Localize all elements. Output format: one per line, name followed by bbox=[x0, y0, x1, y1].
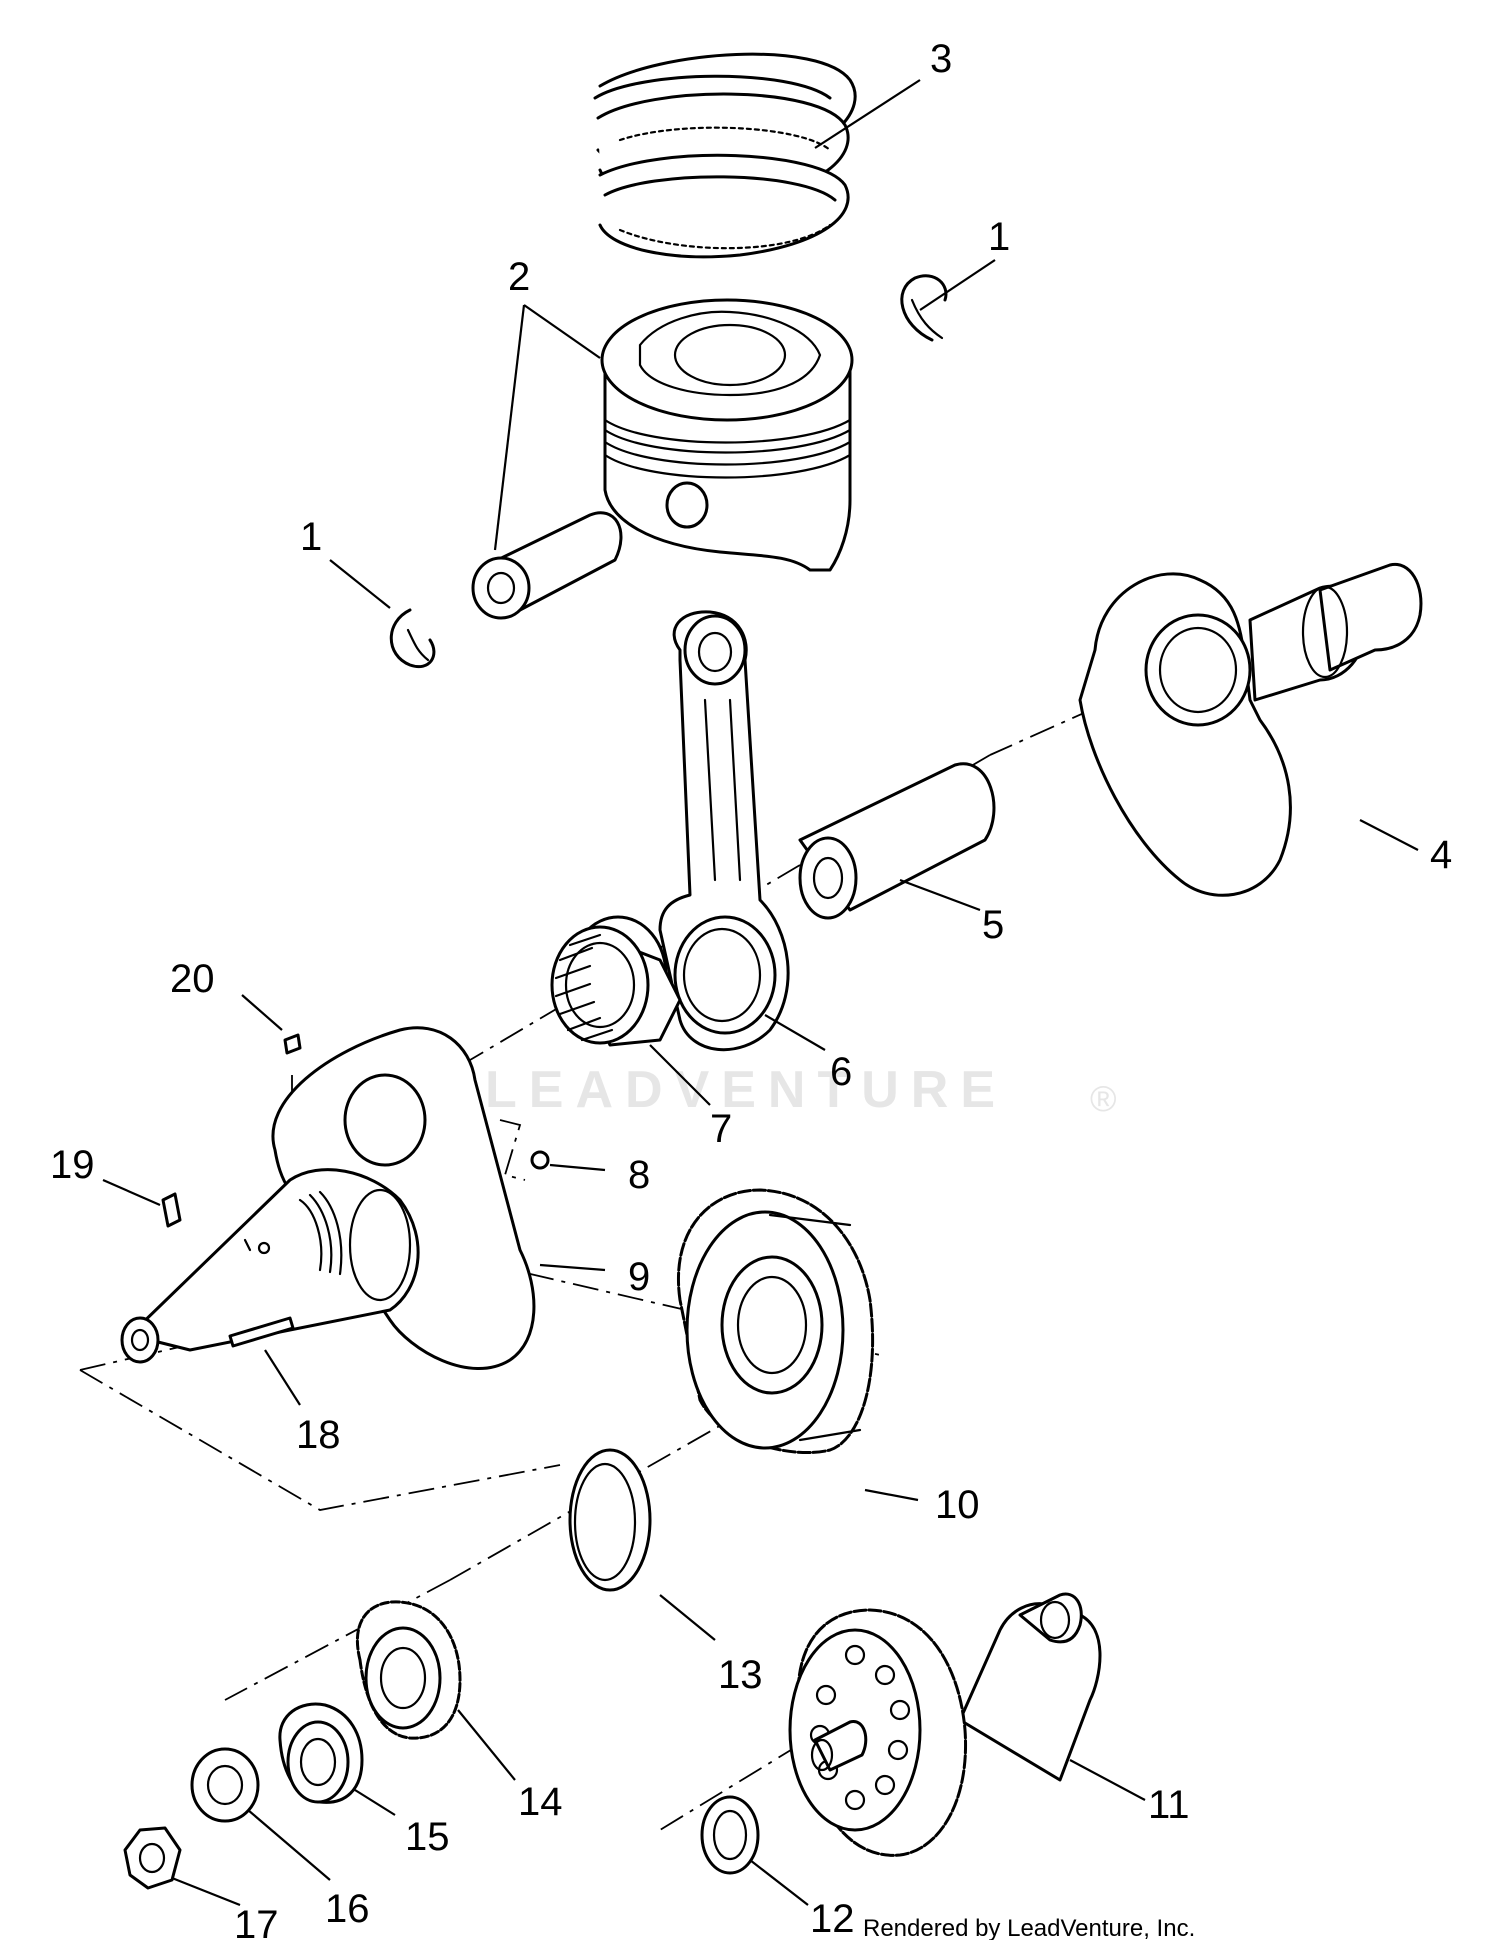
key-19 bbox=[161, 1192, 182, 1228]
callout-19: 19 bbox=[50, 1143, 95, 1187]
callout-3: 3 bbox=[930, 37, 952, 81]
callout-5: 5 bbox=[982, 903, 1004, 947]
drive-gear bbox=[677, 1188, 875, 1455]
leader-lines bbox=[102, 79, 1419, 1907]
callout-17: 17 bbox=[234, 1903, 279, 1940]
callout-15: 15 bbox=[405, 1815, 450, 1859]
callout-labels: 3 2 1 1 4 5 6 7 20 8 9 19 18 10 11 13 14… bbox=[50, 37, 1452, 1940]
shim-13 bbox=[568, 1448, 652, 1592]
callout-9: 9 bbox=[628, 1255, 650, 1299]
leadventure-watermark: LEADVENTURE bbox=[485, 1061, 1007, 1119]
nut-15 bbox=[278, 1702, 364, 1804]
callout-2: 2 bbox=[508, 255, 530, 299]
piston-rings bbox=[593, 52, 857, 259]
connecting-rod bbox=[658, 610, 790, 1052]
needle-bearing bbox=[550, 915, 682, 1047]
render-credit: Rendered by LeadVenture, Inc. bbox=[863, 1915, 1195, 1940]
callout-4: 4 bbox=[1430, 833, 1452, 877]
crankshaft-left bbox=[120, 1026, 536, 1371]
washer-16 bbox=[190, 1747, 260, 1823]
gear-14 bbox=[355, 1600, 462, 1740]
dowel-pin-18 bbox=[228, 1316, 295, 1348]
callout-7: 7 bbox=[710, 1107, 732, 1151]
piston-pin bbox=[471, 511, 623, 620]
callout-8: 8 bbox=[628, 1153, 650, 1197]
callout-20: 20 bbox=[170, 957, 215, 1001]
piston bbox=[600, 298, 854, 572]
callout-1-lower: 1 bbox=[300, 515, 322, 559]
balancer-gear bbox=[788, 1608, 968, 1857]
nut-17 bbox=[123, 1826, 182, 1890]
callout-10: 10 bbox=[935, 1483, 980, 1527]
washer-12 bbox=[700, 1795, 760, 1875]
crank-pin bbox=[798, 762, 996, 920]
callout-12: 12 bbox=[810, 1897, 855, 1940]
ball bbox=[530, 1150, 550, 1170]
woodruff-key bbox=[283, 1033, 302, 1055]
callout-18: 18 bbox=[296, 1413, 341, 1457]
callout-11: 11 bbox=[1148, 1783, 1190, 1827]
crankshaft-right bbox=[1078, 562, 1423, 897]
callout-6: 6 bbox=[830, 1050, 852, 1094]
balance-shaft bbox=[958, 1592, 1102, 1782]
callout-14: 14 bbox=[518, 1780, 563, 1824]
callout-13: 13 bbox=[718, 1653, 763, 1697]
callout-1-upper: 1 bbox=[988, 215, 1010, 259]
callout-16: 16 bbox=[325, 1887, 370, 1931]
circlip-lower bbox=[389, 608, 436, 669]
svg-text:®: ® bbox=[1090, 1078, 1117, 1119]
